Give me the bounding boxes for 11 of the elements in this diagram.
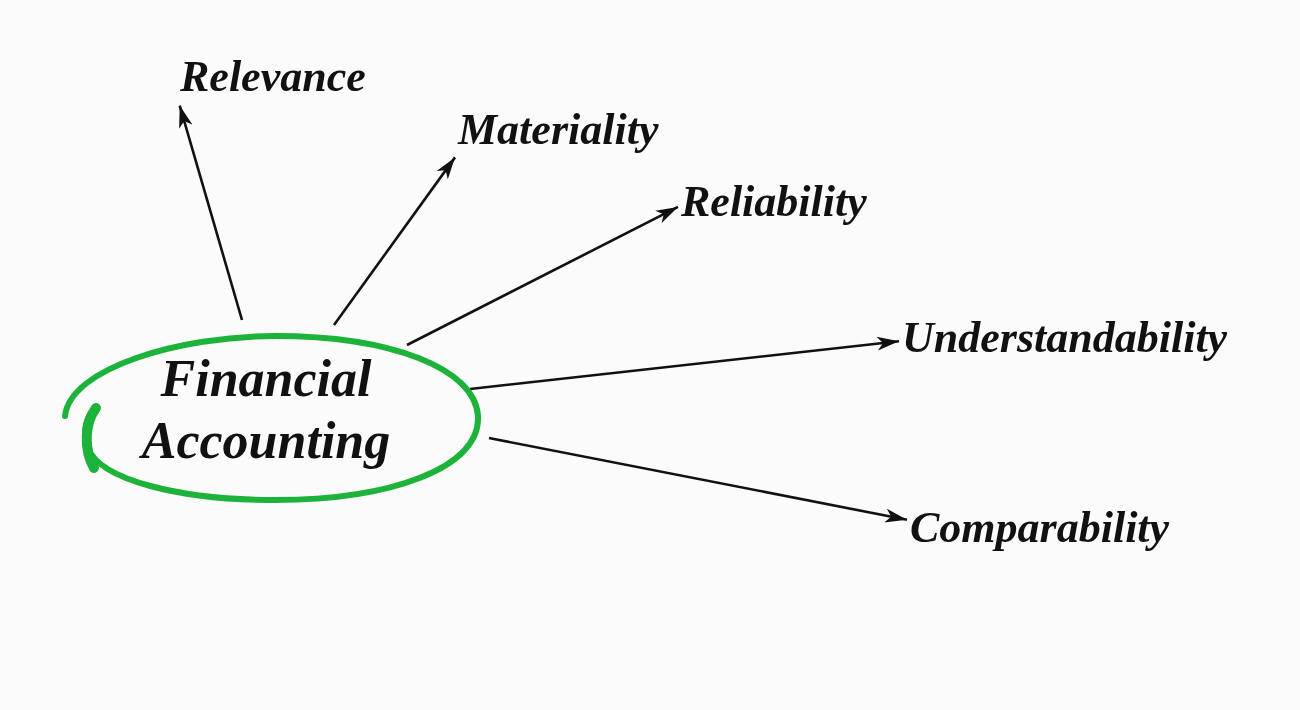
arrow xyxy=(469,336,900,391)
topic-label: Financial Accounting xyxy=(138,349,392,472)
concept-label: Relevance xyxy=(180,52,366,103)
concept-label: Materiality xyxy=(458,105,659,156)
arrow xyxy=(488,436,908,523)
concept-label: Reliability xyxy=(681,177,867,228)
arrow xyxy=(178,105,244,321)
concept-label: Understandability xyxy=(902,313,1228,364)
arrow xyxy=(406,205,679,347)
arrow xyxy=(332,156,457,326)
concept-label: Comparability xyxy=(910,503,1170,554)
